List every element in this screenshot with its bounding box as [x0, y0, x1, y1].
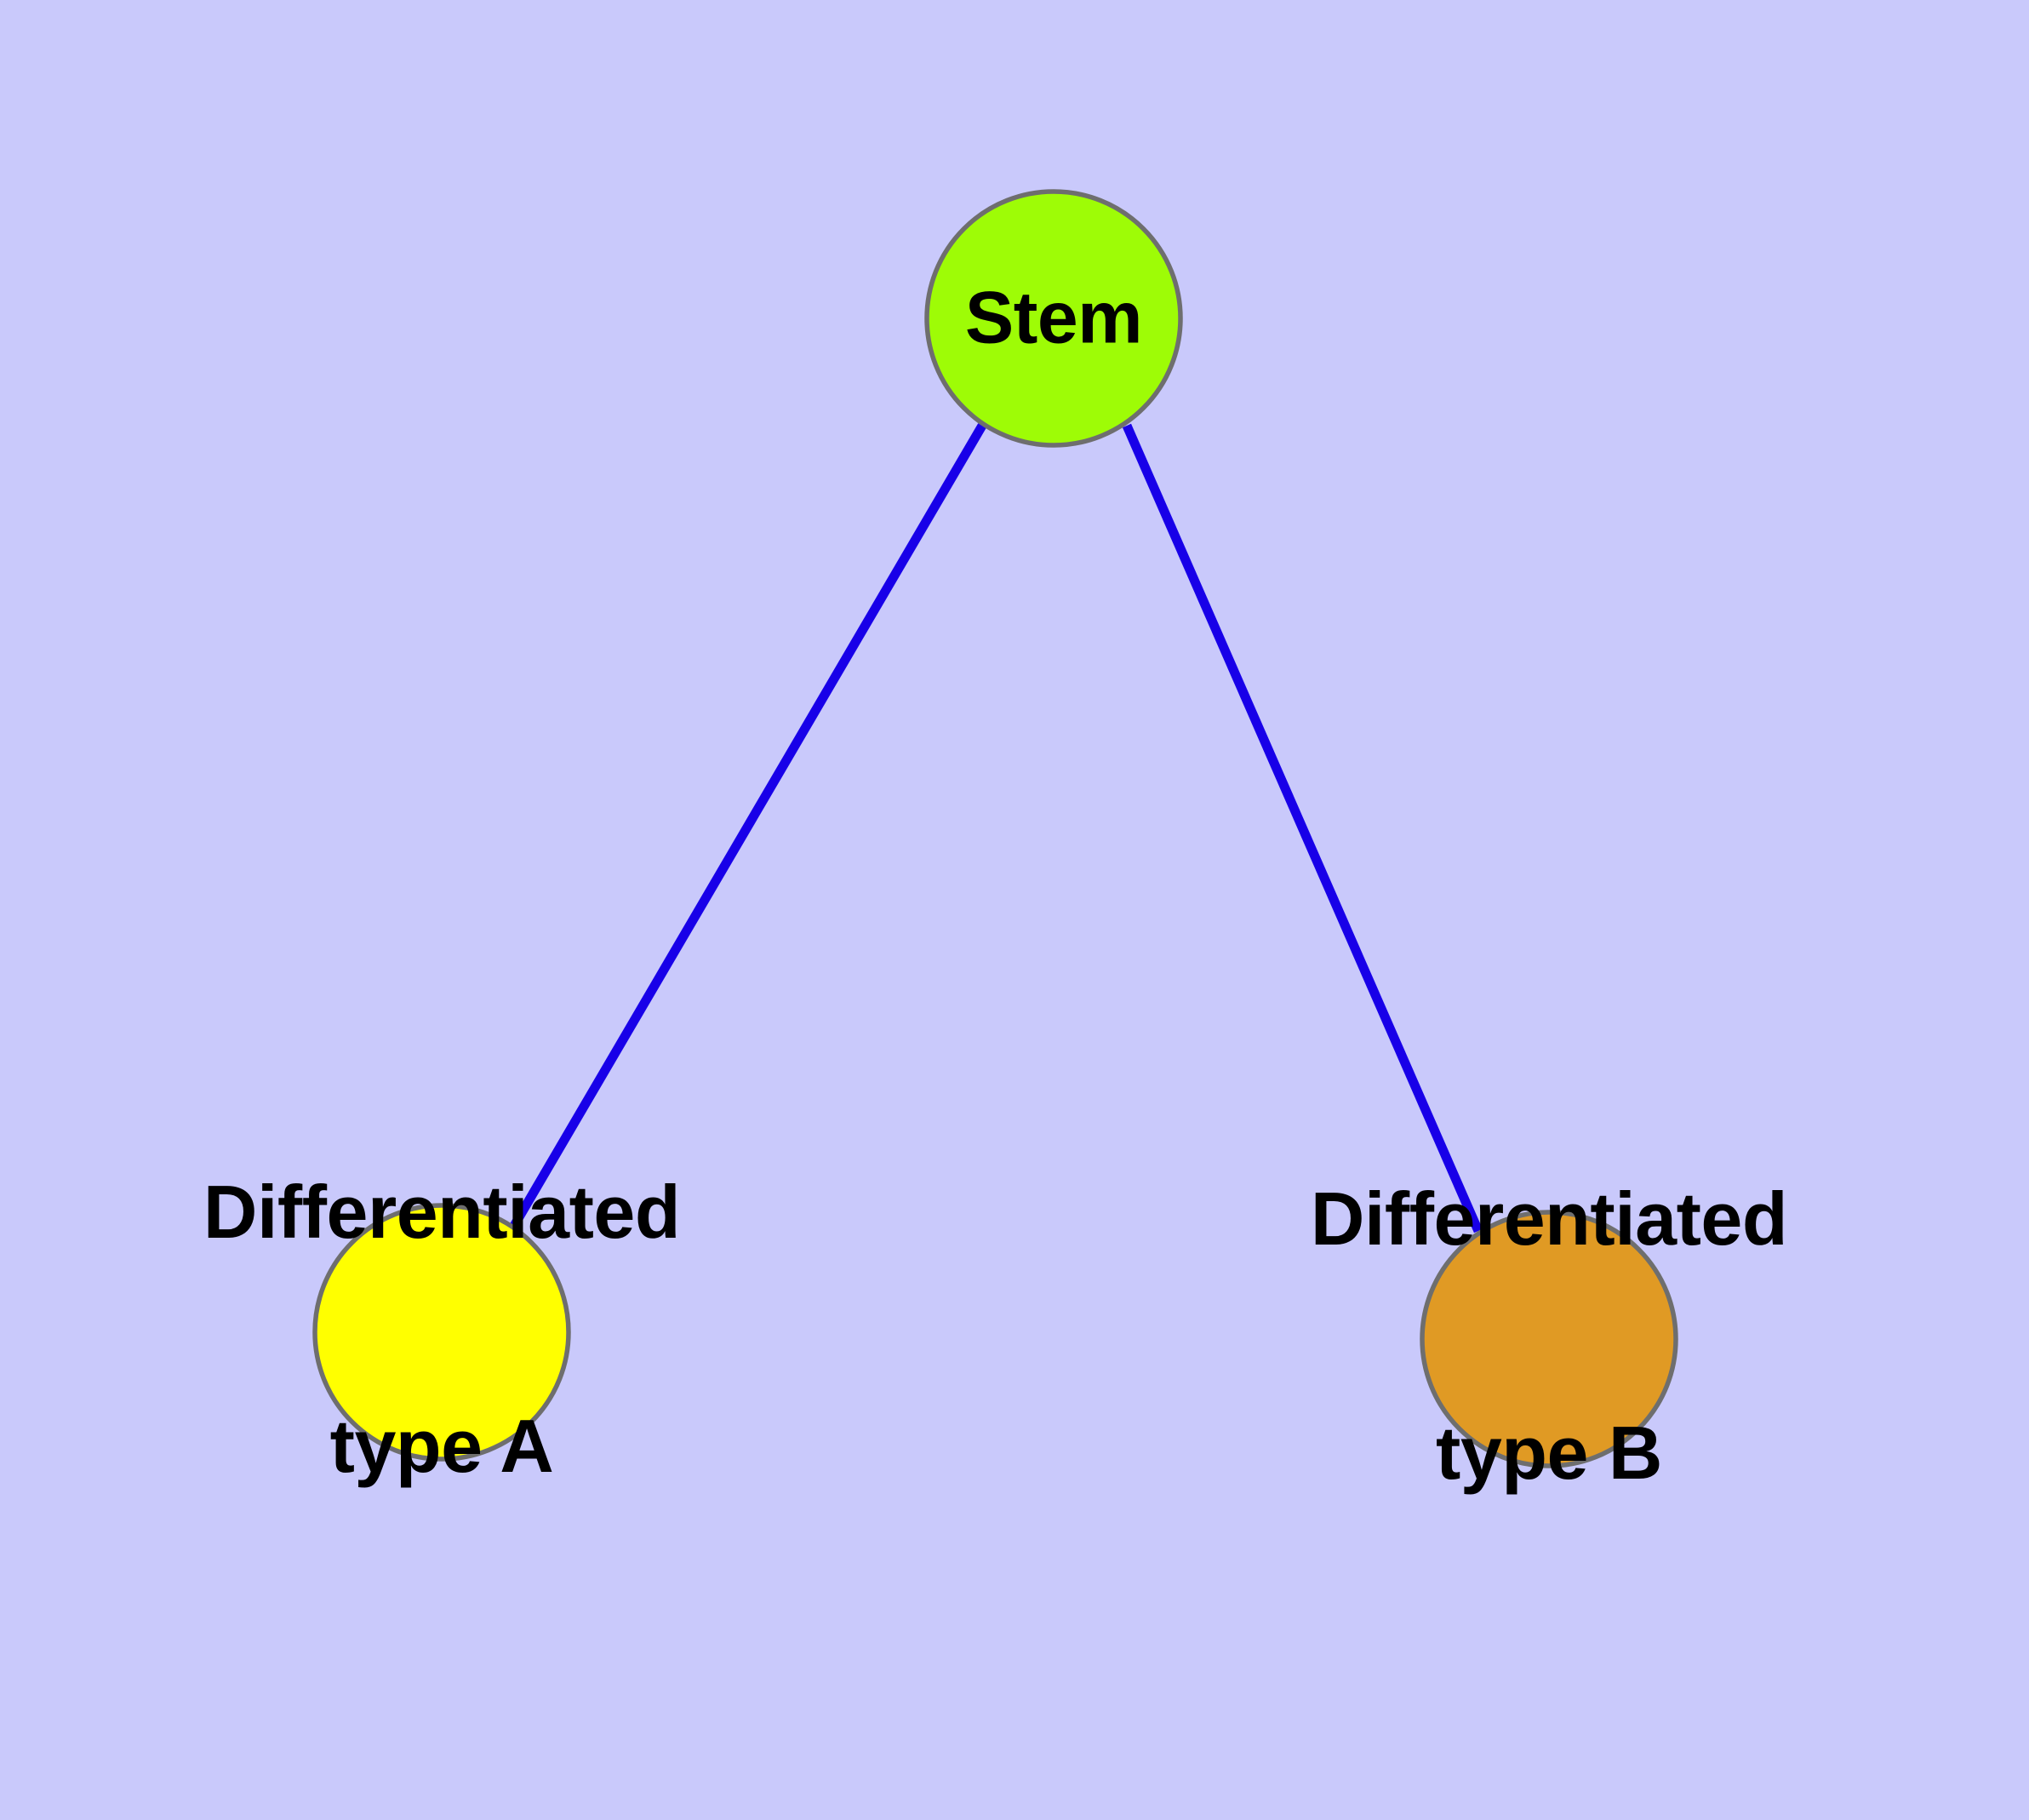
node-layer — [312, 189, 1678, 1468]
edge-stem-to-diff-b — [1122, 423, 1483, 1233]
node-circle-differentiated-type-a[interactable] — [312, 1203, 571, 1462]
node-circle-stem[interactable] — [924, 189, 1183, 448]
edge-layer — [510, 423, 1483, 1233]
node-circle-differentiated-type-b[interactable] — [1420, 1210, 1678, 1468]
edge-stem-to-diff-a — [510, 423, 986, 1228]
